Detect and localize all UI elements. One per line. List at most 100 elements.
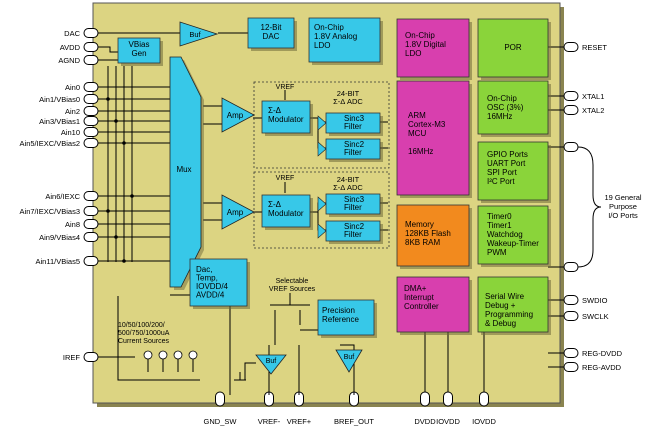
pin-left	[83, 127, 99, 137]
wire-avdd	[98, 46, 118, 53]
vbias-gen-block	[117, 37, 161, 64]
pin-left	[83, 232, 99, 242]
vbias-gen-label: VBias	[129, 40, 150, 49]
ldo-analog-block	[308, 17, 381, 63]
pin-label-left: Ain0	[65, 83, 80, 92]
ldo-analog-label: On-Chip	[314, 23, 344, 32]
selectable-vref-label: Selectable	[276, 278, 309, 285]
dma-label: DMA+	[404, 284, 427, 293]
timers-label: Timer1	[487, 221, 512, 230]
wire-current	[117, 296, 200, 381]
pin-bottom	[479, 391, 489, 407]
modulator2-label: Σ-Δ	[268, 200, 282, 209]
gpio-label: GPIO Ports	[487, 150, 528, 159]
pin-left	[83, 219, 99, 229]
sinc2-filter2-label: Sinc2	[344, 222, 365, 231]
timers-label: Wakeup-Timer	[487, 239, 539, 248]
dac-temp-label: IOVDD/4	[196, 282, 229, 291]
current-source-icon	[158, 350, 168, 360]
pin-bottom	[443, 391, 453, 407]
modulator2-block	[261, 194, 311, 228]
swd-label: Debug +	[485, 301, 516, 310]
gpio-ports-label: Purpose	[609, 202, 637, 211]
pin-left	[83, 116, 99, 126]
pin-label-right: XTAL1	[582, 92, 604, 101]
sinc2-filter1-label: Sinc2	[344, 140, 365, 149]
current-source-icon	[173, 350, 183, 360]
pin-right	[563, 348, 579, 358]
timers-block	[477, 205, 549, 265]
modulator2-label: Modulator	[268, 209, 304, 218]
mux-block	[169, 56, 202, 288]
sinc3-arrow	[317, 115, 327, 131]
junction-dot	[122, 259, 126, 263]
pin-label-left: Ain2	[65, 107, 80, 116]
pin-label-left: Ain11/VBias5	[36, 257, 80, 266]
selectable-vref-label: VREF Sources	[269, 286, 316, 293]
pin-left	[83, 106, 99, 116]
memory-label: Memory	[405, 220, 434, 229]
pin-left	[83, 42, 99, 52]
arm-mcu-label: 16MHz	[408, 147, 433, 156]
dma-label: Controller	[404, 302, 439, 311]
dac-temp-label: Dac,	[196, 265, 212, 274]
dac-12bit-label: 12-Bit	[261, 23, 283, 32]
sinc2-filter2-label: Filter	[344, 230, 362, 239]
gpio-block	[477, 141, 549, 201]
pin-right-gpio	[563, 142, 579, 152]
vbias-gen-label: Gen	[131, 49, 146, 58]
vref-label-adc2: VREF	[276, 175, 295, 182]
arm-mcu-block	[396, 80, 470, 196]
current-sources-label: 500/750/1000uA	[118, 330, 170, 337]
adc2-title: Σ-Δ ADC	[333, 183, 363, 192]
buf-triangle	[179, 21, 219, 47]
adc2-title: 24-BIT	[337, 175, 360, 184]
pin-right	[563, 91, 579, 101]
arm-mcu-label: MCU	[408, 129, 426, 138]
pin-left	[83, 55, 99, 65]
ldo-digital-label: 1.8V Digital	[405, 40, 446, 49]
dac-temp-block	[189, 258, 248, 307]
adc1-title: Σ-Δ ADC	[333, 97, 363, 106]
swd-label: & Debug	[485, 319, 516, 328]
timers-label: Watchdog	[487, 230, 523, 239]
pin-left	[83, 352, 99, 362]
pin-right	[563, 295, 579, 305]
modulator1-block	[261, 100, 311, 134]
adc1-frame	[253, 81, 390, 169]
mux-label: Mux	[176, 165, 191, 174]
pin-label-right: RESET	[582, 43, 607, 52]
pin-label-right: SWDIO	[582, 296, 608, 305]
pin-label-bottom: DVDD	[414, 417, 436, 426]
ldo-digital-label: LDO	[405, 49, 421, 58]
dma-label: Interrupt	[404, 293, 435, 302]
pin-label-bottom: VREF+	[287, 417, 312, 426]
pin-label-right: XTAL2	[582, 106, 604, 115]
pin-label-bottom: BREF_OUT	[334, 417, 374, 426]
osc-label: 16MHz	[487, 112, 512, 121]
pin-right	[563, 105, 579, 115]
pin-right	[563, 311, 579, 321]
amp1-triangle	[221, 97, 255, 133]
current-source-icon	[188, 350, 198, 360]
pin-bottom	[215, 391, 225, 407]
vref-label-adc1: VREF	[276, 84, 295, 91]
buf-label: Buf	[189, 30, 201, 39]
gpio-label: I²C Port	[487, 177, 515, 186]
pin-label-left: Ain3/VBias1	[39, 117, 80, 126]
sinc3-filter2-label: Sinc3	[344, 195, 365, 204]
gpio-brace	[577, 146, 602, 268]
memory-label: 8KB RAM	[405, 238, 440, 247]
gpio-ports-label: I/O Ports	[608, 211, 638, 220]
sinc3-filter2-label: Filter	[344, 203, 362, 212]
osc-block	[477, 80, 549, 135]
pin-label-left: DAC	[64, 29, 80, 38]
junction-dot	[114, 119, 118, 123]
junction-dot	[130, 194, 134, 198]
pin-left	[83, 206, 99, 216]
amp2-label: Amp	[227, 208, 244, 217]
pin-label-bottom: IOVDD	[436, 417, 460, 426]
memory-block	[396, 204, 470, 267]
pin-bottom	[420, 391, 430, 407]
pin-right	[563, 362, 579, 372]
